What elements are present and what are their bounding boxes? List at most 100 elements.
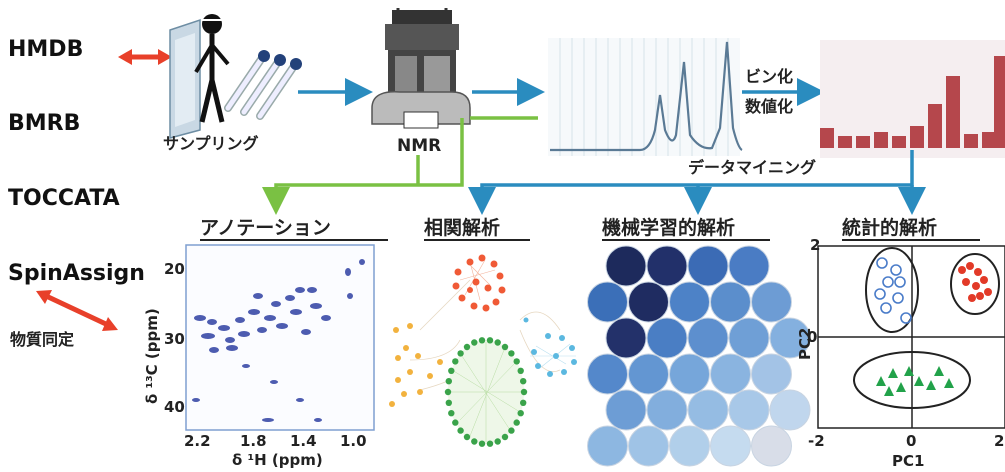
som-grid	[587, 245, 811, 467]
som-node	[751, 425, 792, 467]
network-node	[445, 378, 452, 385]
som-node	[710, 353, 751, 395]
cluster-ellipse-red	[950, 253, 1000, 315]
som-node	[751, 281, 792, 323]
pca-y-axis-label: PC2	[796, 328, 814, 360]
network-node	[478, 440, 486, 447]
network-node	[444, 388, 452, 396]
som-node	[687, 317, 729, 359]
som-node	[605, 317, 647, 359]
network-node	[448, 410, 455, 417]
svg-text:統計的解析: 統計的解析	[842, 216, 937, 239]
som-node	[669, 425, 710, 467]
nmr-machine-illustration	[371, 8, 471, 129]
network-node	[494, 339, 501, 346]
som-node	[628, 425, 669, 467]
correlation-network	[389, 254, 577, 447]
network-node	[508, 350, 515, 357]
som-node	[769, 389, 811, 431]
binning-label: ビン化	[745, 67, 793, 86]
network-node	[517, 410, 524, 417]
svg-text:相関解析: 相関解析	[424, 216, 500, 239]
som-node	[710, 425, 751, 467]
digitize-label: 数値化	[745, 97, 793, 116]
som-node	[687, 245, 729, 287]
nmr-y-tick-30: 30	[164, 330, 185, 348]
som-node	[646, 389, 688, 431]
network-node	[448, 367, 455, 374]
network-node	[501, 343, 509, 351]
nmr-x-tick-2-2: 2.2	[184, 432, 211, 450]
pca-x-tick-2: 2	[994, 432, 1004, 450]
nmr-spectrum	[548, 38, 743, 156]
som-node	[769, 317, 811, 359]
binned-bar-chart	[820, 40, 1005, 158]
pca-plot	[817, 245, 1005, 429]
som-node	[587, 281, 628, 323]
network-node	[520, 388, 528, 396]
cluster-ellipse-green	[853, 351, 971, 409]
som-node	[669, 281, 710, 323]
som-node	[605, 389, 647, 431]
network-node	[457, 427, 464, 434]
hsqc-plot	[185, 244, 375, 431]
network-node	[463, 433, 471, 441]
network-node	[520, 378, 527, 385]
nmr-y-tick-20: 20	[164, 260, 185, 278]
identification-label: 物質同定	[10, 330, 74, 349]
network-node	[445, 399, 452, 406]
panel-title-statistics: 統計的解析	[842, 216, 980, 241]
network-node	[517, 367, 524, 374]
cluster-ellipse-blue	[865, 247, 919, 333]
network-node	[463, 343, 471, 351]
nmr-x-axis-label: δ ¹H (ppm)	[232, 451, 323, 469]
network-node	[486, 440, 494, 447]
spinassign-double-arrow	[36, 290, 118, 331]
bmrb-label: BMRB	[8, 111, 80, 136]
svg-text:アノテーション: アノテーション	[200, 217, 331, 239]
sampling-illustration	[169, 14, 302, 139]
spinassign-label: SpinAssign	[8, 261, 145, 286]
pca-x-tick-0: 0	[906, 432, 916, 450]
nmr-label: NMR	[397, 136, 441, 156]
pca-x-tick-neg2: -2	[808, 432, 825, 450]
som-node	[710, 281, 751, 323]
som-node	[646, 245, 688, 287]
som-node	[669, 353, 710, 395]
som-node	[728, 389, 770, 431]
som-node	[628, 353, 669, 395]
nmr-y-axis-label: δ ¹³C (ppm)	[143, 308, 161, 404]
panel-title-machine-learning: 機械学習的解析	[602, 216, 770, 241]
network-node	[486, 337, 494, 344]
network-node	[452, 419, 459, 426]
nmr-x-tick-1-0: 1.0	[340, 432, 367, 450]
network-node	[457, 350, 464, 357]
som-node	[687, 389, 729, 431]
som-node	[728, 245, 770, 287]
pca-y-tick-2: 2	[810, 236, 820, 254]
som-node	[646, 317, 688, 359]
svg-text:機械学習的解析: 機械学習的解析	[602, 216, 735, 239]
network-node	[494, 438, 501, 445]
som-node	[728, 317, 770, 359]
network-node	[508, 427, 515, 434]
pca-y-tick-0: 0	[807, 328, 817, 346]
pca-x-axis-label: PC1	[892, 452, 924, 470]
network-node	[452, 358, 459, 365]
som-node	[605, 245, 647, 287]
nmr-x-tick-1-8: 1.8	[240, 432, 267, 450]
toccata-label: TOCCATA	[8, 186, 120, 211]
sampling-label: サンプリング	[163, 134, 259, 153]
network-node	[478, 337, 486, 344]
nmr-x-tick-1-4: 1.4	[290, 432, 317, 450]
network-node	[501, 433, 509, 441]
hmdb-double-arrow	[118, 49, 172, 65]
network-node	[513, 419, 520, 426]
hmdb-label: HMDB	[8, 37, 83, 62]
som-node	[587, 353, 628, 395]
data-mining-label: データマイニング	[688, 158, 816, 177]
network-node	[520, 399, 527, 406]
network-node	[471, 438, 478, 445]
som-node	[587, 425, 628, 467]
